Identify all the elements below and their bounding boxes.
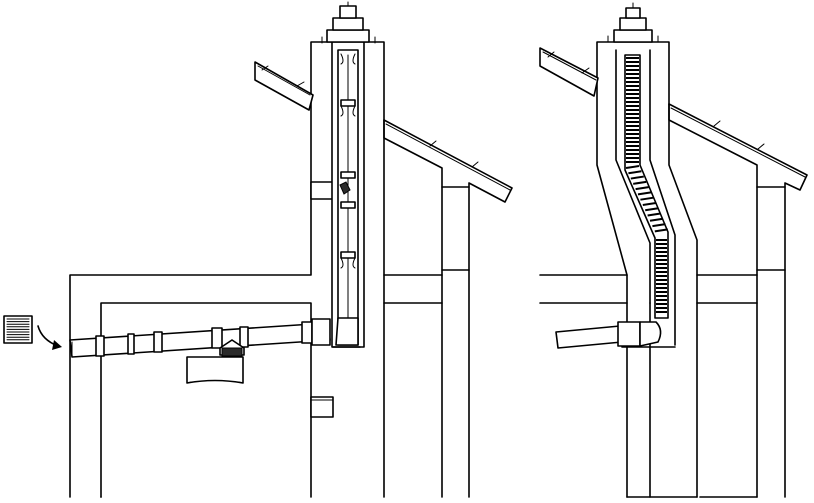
left-roof-lower bbox=[383, 119, 513, 271]
flexible-liner-icon bbox=[624, 54, 669, 319]
right-roof-lower bbox=[668, 103, 808, 271]
chimney-cap-icon bbox=[321, 1, 376, 44]
chimney-cap-icon bbox=[607, 2, 659, 43]
right-building-walls bbox=[539, 41, 786, 498]
left-chimney-liner bbox=[331, 41, 365, 348]
left-appliance bbox=[186, 339, 245, 384]
right-installation bbox=[539, 2, 808, 498]
vent-grille-icon bbox=[3, 315, 33, 344]
left-roof-upper bbox=[254, 61, 314, 111]
arrow-icon bbox=[37, 325, 62, 350]
left-building-walls bbox=[69, 41, 470, 498]
left-installation bbox=[3, 1, 513, 498]
left-horizontal-flue bbox=[69, 318, 331, 358]
right-roof-upper bbox=[539, 47, 599, 97]
right-horizontal-flue bbox=[555, 321, 676, 349]
